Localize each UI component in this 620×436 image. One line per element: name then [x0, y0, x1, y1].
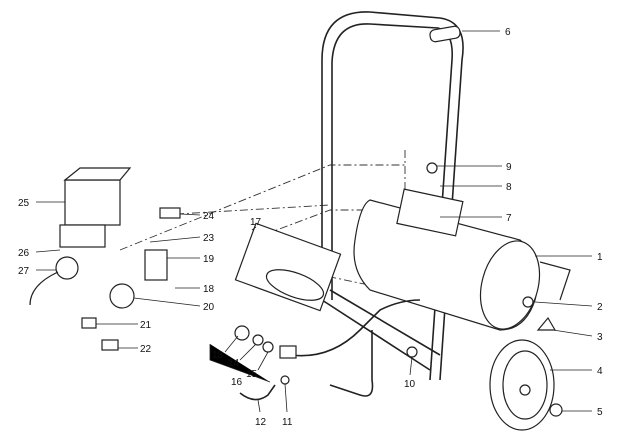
- part-label-2: 2: [597, 302, 603, 313]
- part-label-1: 1: [597, 252, 603, 263]
- part-label-20: 20: [203, 302, 215, 313]
- part-label-23: 23: [203, 233, 215, 244]
- part-label-21: 21: [140, 320, 152, 331]
- part-label-7: 7: [506, 213, 512, 224]
- part-label-14: 14: [228, 358, 240, 369]
- leader-lines: [35, 30, 593, 413]
- part-label-3: 3: [597, 332, 603, 343]
- part-label-12: 12: [255, 417, 267, 428]
- part-label-5: 5: [597, 407, 603, 418]
- part-label-26: 26: [18, 248, 30, 259]
- part-label-19: 19: [203, 254, 215, 265]
- part-label-8: 8: [506, 182, 512, 193]
- small-parts: [29, 25, 563, 417]
- part-label-6: 6: [505, 27, 511, 38]
- part-label-17: 17: [250, 217, 262, 228]
- part-label-18: 18: [203, 284, 215, 295]
- trolley-frame: [321, 11, 464, 381]
- part-label-27: 27: [18, 266, 30, 277]
- part-label-25: 25: [18, 198, 30, 209]
- air-tank: [353, 188, 571, 331]
- part-label-15: 15: [246, 369, 258, 380]
- part-label-10: 10: [404, 379, 416, 390]
- wheel: [489, 339, 555, 431]
- part-label-9: 9: [506, 162, 512, 173]
- hose-pipe: [289, 299, 421, 397]
- part-label-16: 16: [231, 377, 243, 388]
- part-label-24: 24: [203, 211, 215, 222]
- part-labels: 1 2 3 4 5 6 7 8 9 10 11 12 13 14 15 16 1…: [18, 27, 603, 428]
- part-label-4: 4: [597, 366, 603, 377]
- part-label-13: 13: [212, 350, 224, 361]
- part-label-22: 22: [140, 344, 152, 355]
- part-label-11: 11: [282, 417, 293, 428]
